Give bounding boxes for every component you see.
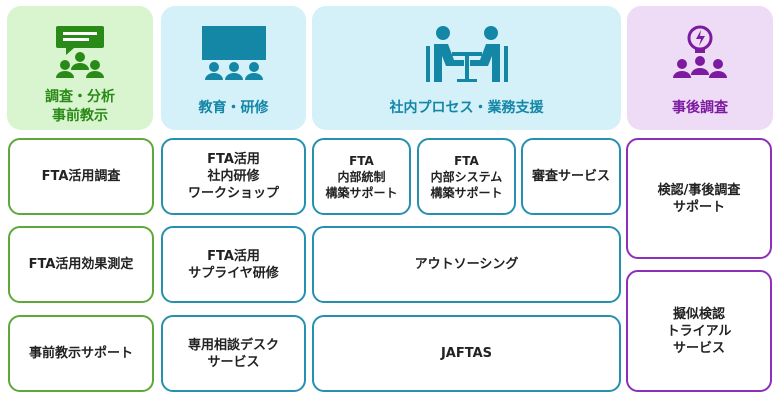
box-jaftas[interactable]: JAFTAS — [312, 315, 621, 392]
box-outsourcing[interactable]: アウトソーシング — [312, 226, 621, 303]
box-supplier-training-label: FTA活用 サプライヤ研修 — [188, 248, 279, 281]
box-help-desk[interactable]: 専用相談デスク サービス — [161, 315, 306, 392]
box-fta-survey[interactable]: FTA活用調査 — [8, 138, 154, 215]
meeting-table-icon — [312, 24, 621, 86]
box-audit[interactable]: 審査サービス — [521, 138, 621, 215]
header-education-title: 教育・研修 — [198, 100, 269, 116]
box-fta-effect[interactable]: FTA活用効果測定 — [8, 226, 154, 303]
box-audit-label: 審査サービス — [531, 169, 610, 184]
box-mock-trial[interactable]: 擬似検認 トライアル サービス — [626, 270, 772, 392]
header-post-title: 事後調査 — [672, 100, 728, 116]
header-process: 社内プロセス・業務支援 — [312, 6, 621, 130]
box-internal-system[interactable]: FTA 内部システム 構築サポート — [417, 138, 516, 215]
header-education: 教育・研修 — [161, 6, 306, 130]
box-mock-trial-label: 擬似検認 トライアル サービス — [666, 306, 732, 356]
box-workshop[interactable]: FTA活用 社内研修 ワークショップ — [161, 138, 306, 215]
box-jaftas-label: JAFTAS — [440, 346, 493, 361]
box-internal-control[interactable]: FTA 内部統制 構築サポート — [312, 138, 411, 215]
header-post: 事後調査 — [627, 6, 773, 130]
presentation-people-icon — [7, 24, 153, 82]
box-verification[interactable]: 検認/事後調査 サポート — [626, 138, 772, 259]
box-prior-ruling[interactable]: 事前教示サポート — [8, 315, 154, 392]
classroom-screen-icon — [161, 24, 306, 82]
box-fta-effect-label: FTA活用効果測定 — [28, 257, 134, 272]
box-supplier-training[interactable]: FTA活用 サプライヤ研修 — [161, 226, 306, 303]
box-prior-ruling-label: 事前教示サポート — [28, 346, 133, 361]
idea-team-icon — [627, 24, 773, 84]
box-internal-system-label: FTA 内部システム 構築サポート — [430, 153, 503, 200]
header-research: 調査・分析 事前教示 — [7, 6, 153, 130]
box-outsourcing-label: アウトソーシング — [414, 257, 519, 272]
box-workshop-label: FTA活用 社内研修 ワークショップ — [187, 152, 279, 201]
box-help-desk-label: 専用相談デスク サービス — [187, 337, 279, 370]
box-fta-survey-label: FTA活用調査 — [41, 169, 121, 184]
box-verification-label: 検認/事後調査 サポート — [657, 182, 741, 215]
box-internal-control-label: FTA 内部統制 構築サポート — [325, 153, 398, 200]
header-research-title: 調査・分析 事前教示 — [45, 89, 115, 124]
header-process-title: 社内プロセス・業務支援 — [389, 100, 544, 116]
